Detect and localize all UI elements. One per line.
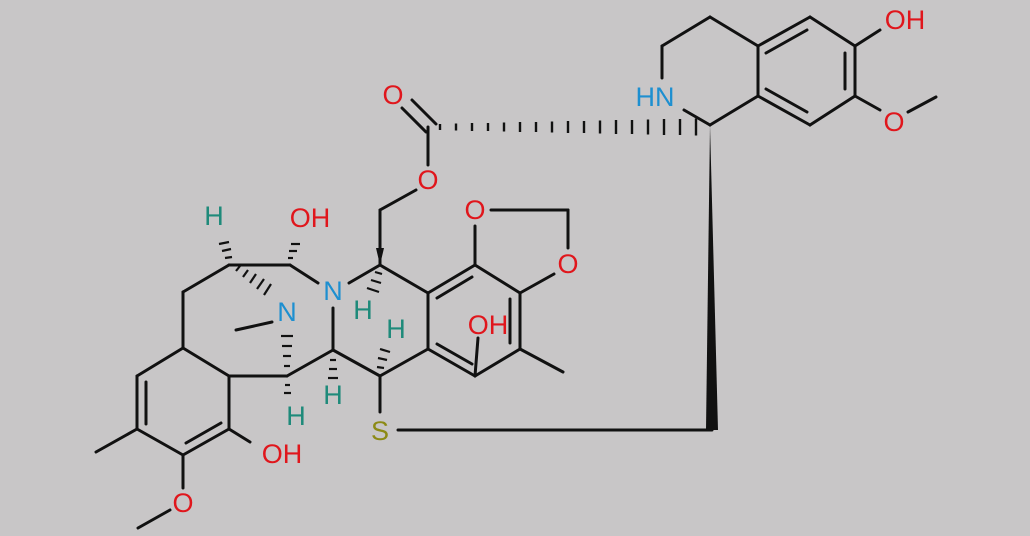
hydroxyl-label-top-right: OH — [885, 5, 926, 35]
nitrogen-label-central: N — [323, 276, 343, 306]
stereo-bonds — [218, 118, 718, 430]
hydroxyl-label-upper: OH — [290, 203, 331, 233]
atom-labels: OH O HN O O O O OH H N H N OH H H H S OH… — [172, 5, 925, 518]
dioxole-oxygen-label-upper: O — [464, 195, 485, 225]
methoxy-oxygen-label-bottom: O — [172, 488, 193, 518]
hydroxyl-label-middle: OH — [468, 310, 509, 340]
amine-nh-label: HN — [636, 82, 675, 112]
hydrogen-label-central: H — [353, 295, 373, 325]
bonds — [94, 15, 938, 530]
hydrogen-label-upper-left: H — [204, 201, 224, 231]
sulfur-label: S — [371, 416, 389, 446]
ester-oxygen-label: O — [417, 165, 438, 195]
nitrogen-label-bridge: N — [277, 297, 297, 327]
hydroxyl-label-lower: OH — [262, 439, 303, 469]
double-bonds — [144, 28, 847, 445]
carbonyl-oxygen-label: O — [382, 80, 403, 110]
hydrogen-label-lower-mid: H — [323, 380, 343, 410]
hydrogen-label-middle: H — [386, 314, 406, 344]
dioxole-oxygen-label-lower: O — [557, 249, 578, 279]
methoxy-oxygen-label-top: O — [883, 107, 904, 137]
hydrogen-label-lower-left: H — [286, 401, 306, 431]
